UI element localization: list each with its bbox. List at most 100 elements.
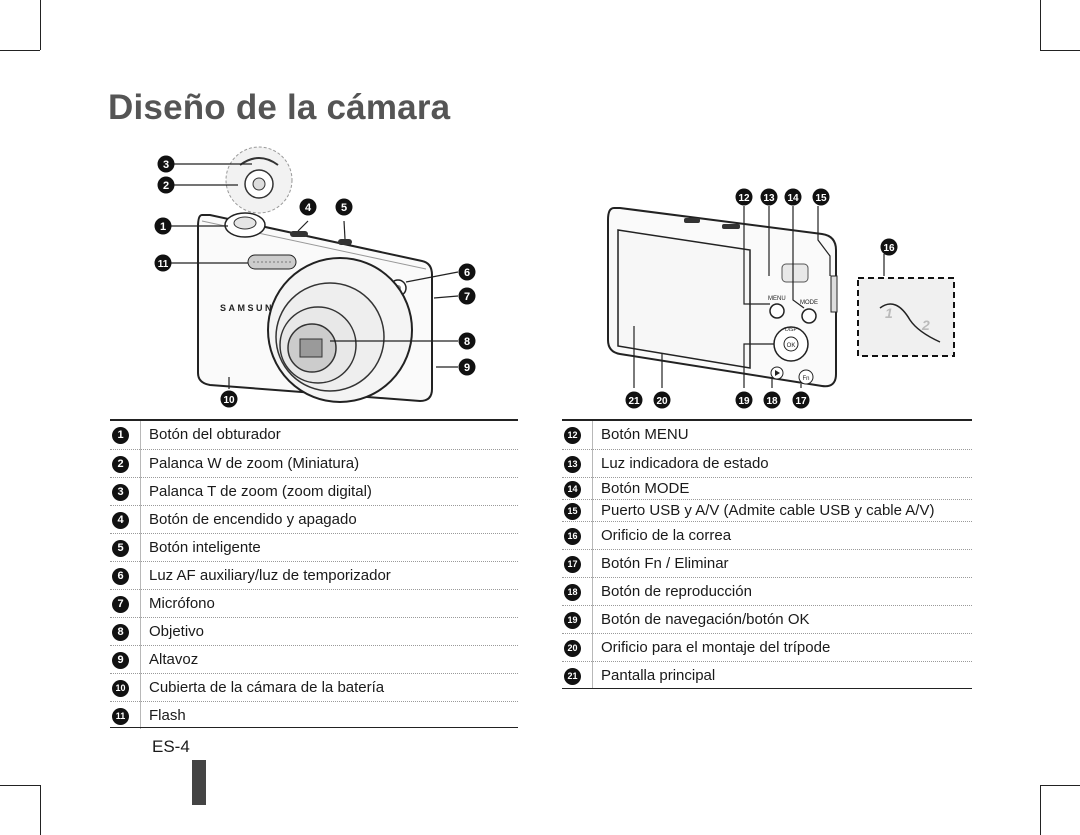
page-title: Diseño de la cámara [108,88,451,127]
ok-label: OK [787,343,796,349]
callout-badge [458,263,476,281]
callout-badge [760,188,778,206]
callout-badge: 19 [564,611,581,629]
flash [247,254,297,270]
callout-badge: 9 [112,651,129,669]
callout-badge: 6 [112,567,129,585]
callout-badge [735,188,753,206]
callout-badge: 14 [564,480,581,498]
callout-badge: 11 [112,707,129,725]
table-row: 9 Altavoz [110,645,518,674]
part-label: Luz indicadora de estado [592,449,972,478]
callout-badge: 7 [112,595,129,613]
callout-badge: 13 [564,455,581,473]
callout-badge: 4 [112,511,129,529]
callout-number: 15 [815,193,827,204]
page-tab [192,760,206,805]
callout-number: 18 [766,396,778,407]
callout-badge: 8 [112,623,129,641]
callout-badge [458,332,476,350]
callout-badge [154,217,172,235]
callout-badge: 16 [564,527,581,545]
callout-badge: 2 [112,455,129,473]
callout-badge: 15 [564,502,581,520]
main-display [617,229,751,369]
callout-badge [299,198,317,216]
camera-front-figure: SAMSUNG 3 2 1 [140,135,490,415]
table-bottom-rule [110,727,518,728]
part-label: Cubierta de la cámara de la batería [140,673,518,702]
mode-button [801,308,817,324]
table-top-rule [562,419,972,421]
table-row: 15 Puerto USB y A/V (Admite cable USB y c… [562,499,972,522]
crop-mark [0,785,40,786]
callout-number: 4 [305,202,312,214]
part-label: Altavoz [140,645,518,674]
crop-mark [1040,785,1080,786]
mode-label: MODE [800,300,818,306]
callout-number: 11 [158,259,169,270]
table-row: 18 Botón de reproducción [562,577,972,606]
part-label: Botón de reproducción [592,577,972,606]
callout-markers: 12 13 14 15 16 21 20 19 18 17 [625,188,898,409]
table-row: 17 Botón Fn / Eliminar [562,549,972,578]
callout-badge [220,390,238,408]
callout-number: 5 [341,202,347,214]
disp-label: DISP [785,327,797,333]
callout-badge: 12 [564,427,581,445]
brand-logo: SAMSUNG [220,303,284,313]
part-label: Orificio para el montaje del trípode [592,633,972,662]
callout-number: 20 [656,396,668,407]
part-label: Puerto USB y A/V (Admite cable USB y cab… [592,499,972,522]
callout-badge [812,188,830,206]
fn-label: Fn [802,376,809,382]
table-row: 6 Luz AF auxiliary/luz de temporizador [110,561,518,590]
callout-badge [458,287,476,305]
callout-badge: 17 [564,555,581,573]
callout-badge [763,391,781,409]
callout-badge [157,176,175,194]
part-label: Botón inteligente [140,533,518,562]
callout-badge [625,391,643,409]
crop-mark [1040,50,1080,51]
callout-markers: 3 2 1 4 5 11 6 7 8 9 10 [154,155,476,408]
callout-number: 6 [464,267,470,279]
callout-badge [792,391,810,409]
callout-number: 1 [160,221,166,233]
part-label: Palanca T de zoom (zoom digital) [140,477,518,506]
ok-button [783,336,799,352]
callout-number: 3 [163,159,169,171]
crop-mark [0,50,40,51]
page-number: ES-4 [152,737,190,756]
strap-inset [857,277,955,357]
callout-badge: 3 [112,483,129,501]
callout-number: 7 [464,291,470,303]
part-label: Pantalla principal [592,661,972,689]
crop-mark [40,0,41,50]
part-label: Luz AF auxiliary/luz de temporizador [140,561,518,590]
part-label: Botón de encendido y apagado [140,505,518,534]
crop-mark [40,785,41,835]
table-row: 4 Botón de encendido y apagado [110,505,518,534]
menu-label: MENU [768,296,786,302]
callout-badge: 18 [564,583,581,601]
smart-button [338,239,352,245]
callout-badge [335,198,353,216]
table-row: 3 Palanca T de zoom (zoom digital) [110,477,518,506]
callout-badge [880,238,898,256]
callout-badge: 21 [564,667,581,685]
callout-badge: 1 [112,427,129,445]
callout-badge [735,391,753,409]
part-label: Botón Fn / Eliminar [592,549,972,578]
menu-button [769,303,785,319]
